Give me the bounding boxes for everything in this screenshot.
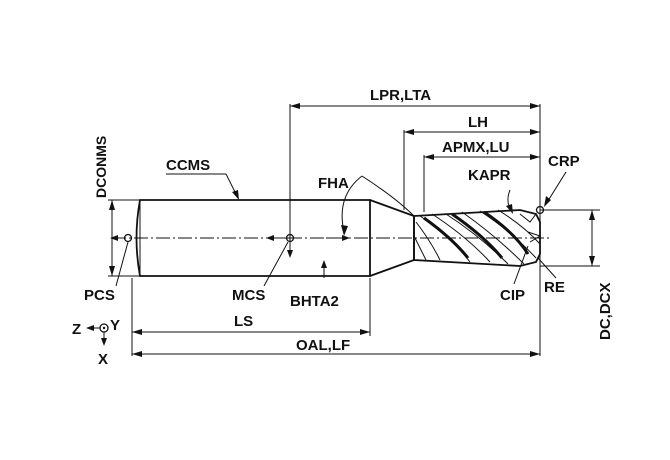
label-crp: CRP [548,153,580,170]
oal-lf-dimension [132,351,540,357]
ls-dimension [132,329,370,335]
lpr-lta-dimension [290,103,540,109]
label-bhta2: BHTA2 [290,293,339,310]
label-kapr: KAPR [468,167,511,184]
label-cip: CIP [500,287,525,304]
label-axis-z: Z [72,321,81,338]
axis-indicator [86,323,109,346]
label-pcs: PCS [84,287,115,304]
pcs-point [123,233,133,243]
dc-dcx-dimension [589,210,595,266]
label-apmx-lu: APMX,LU [442,139,510,156]
label-re: RE [544,279,565,296]
apmx-lu-dimension [424,154,540,160]
label-lh: LH [468,114,488,131]
label-lpr-lta: LPR,LTA [370,87,431,104]
lh-dimension [404,129,540,135]
label-axis-y: Y [110,317,120,334]
label-oal-lf: OAL,LF [296,337,350,354]
label-ccms: CCMS [166,157,210,174]
label-fha: FHA [318,175,349,192]
label-dconms: DCONMS [93,136,109,198]
label-dc-dcx: DC,DCX [597,282,614,340]
label-axis-x: X [98,351,108,368]
label-mcs: MCS [232,287,265,304]
label-ls: LS [234,313,253,330]
